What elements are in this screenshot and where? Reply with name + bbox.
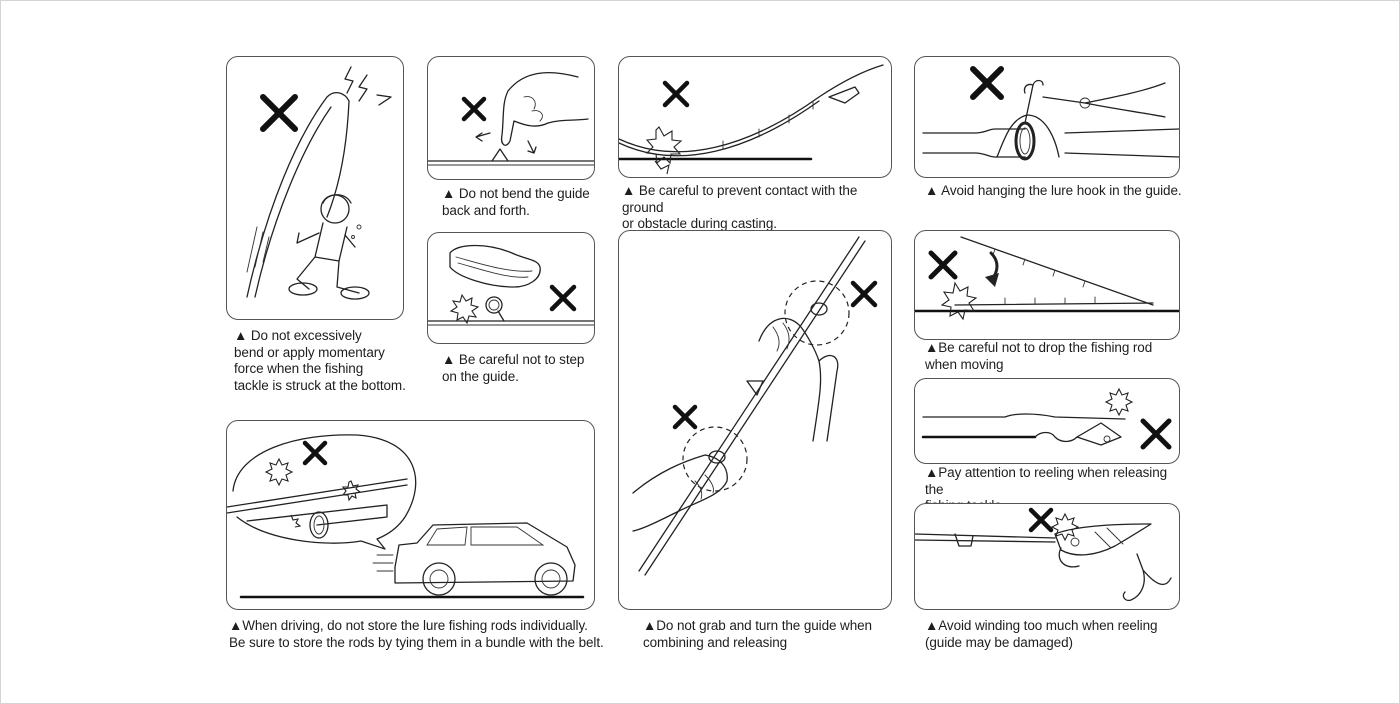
rod-in-car bbox=[227, 484, 408, 514]
lure-body bbox=[1054, 523, 1152, 556]
bent-rod bbox=[246, 91, 350, 298]
caption-driving: ▲When driving, do not store the lure fis… bbox=[229, 618, 604, 650]
x-mark-icon bbox=[461, 96, 487, 122]
x-mark-icon bbox=[1140, 418, 1172, 450]
rod-handle bbox=[922, 128, 1026, 158]
rod-blank bbox=[915, 533, 1056, 539]
panel-driving-illustration bbox=[226, 420, 595, 610]
rod-shaft bbox=[638, 236, 860, 572]
caption-bend-guide: ▲ Do not bend the guide back and forth. bbox=[442, 186, 590, 218]
x-mark-icon bbox=[662, 80, 690, 108]
panel-bent-rod-illustration bbox=[226, 56, 404, 320]
caption-drop-rod: ▲Be careful not to drop the fishing rod … bbox=[925, 340, 1153, 372]
x-mark-icon bbox=[1028, 507, 1054, 533]
lure-hook bbox=[1023, 79, 1044, 124]
caption-bent-rod: ▲ Do not excessively bend or apply momen… bbox=[234, 328, 406, 393]
guide-ring bbox=[309, 511, 329, 539]
motion-arrow-icon bbox=[475, 132, 537, 154]
motion-arrow-icon bbox=[985, 251, 999, 287]
x-mark-icon bbox=[549, 284, 577, 312]
caption-grab-guide: ▲Do not grab and turn the guide when com… bbox=[643, 618, 872, 650]
shoe-sole bbox=[449, 244, 541, 288]
treble-hook bbox=[1122, 553, 1172, 602]
guide-highlight-circle bbox=[682, 426, 748, 492]
impact-burst-icon bbox=[1050, 512, 1080, 542]
x-mark-icon bbox=[672, 404, 698, 430]
guide-ring bbox=[491, 148, 509, 162]
dropped-rod bbox=[954, 302, 1154, 306]
caption-ground-contact: ▲ Be careful to prevent contact with the… bbox=[622, 183, 858, 231]
x-mark-icon bbox=[970, 66, 1004, 100]
car-illustration bbox=[372, 522, 576, 596]
lower-hand bbox=[632, 454, 728, 532]
impact-burst-icon bbox=[344, 66, 392, 106]
panel-reeling-release-illustration bbox=[914, 378, 1180, 464]
guide-highlight-circle bbox=[784, 280, 850, 346]
rod-blank bbox=[922, 413, 1126, 420]
x-mark-icon bbox=[850, 280, 878, 308]
impact-burst-icon bbox=[449, 293, 480, 325]
guide-ring bbox=[485, 296, 503, 314]
guide-ring bbox=[708, 450, 726, 464]
impact-burst-icon bbox=[1104, 387, 1134, 417]
panel-hook-guide-illustration bbox=[914, 56, 1180, 178]
detail-bubble bbox=[232, 434, 417, 550]
panel-drop-rod-illustration bbox=[914, 230, 1180, 340]
upper-hand bbox=[758, 317, 822, 442]
hand bbox=[500, 71, 589, 146]
impact-burst-icon bbox=[940, 281, 978, 321]
x-mark-icon bbox=[928, 250, 958, 280]
panel-ground-contact-illustration bbox=[618, 56, 892, 178]
caption-step-guide: ▲ Be careful not to step on the guide. bbox=[442, 352, 585, 384]
caption-winding: ▲Avoid winding too much when reeling (gu… bbox=[925, 618, 1158, 650]
guide-ring bbox=[810, 302, 828, 316]
x-mark-icon bbox=[260, 94, 298, 132]
panel-grab-guide-illustration bbox=[618, 230, 892, 610]
falling-rod bbox=[960, 236, 1154, 306]
angler-figure bbox=[288, 194, 370, 300]
panel-winding-illustration bbox=[914, 503, 1180, 610]
panel-step-guide-illustration bbox=[427, 232, 595, 344]
panel-bend-guide-illustration bbox=[427, 56, 595, 180]
impact-burst-icon bbox=[264, 457, 362, 528]
casting-rod bbox=[619, 64, 884, 153]
lure-hook bbox=[1076, 422, 1122, 446]
swivel bbox=[1034, 431, 1078, 443]
x-mark-icon bbox=[302, 440, 328, 466]
caption-hook-guide: ▲ Avoid hanging the lure hook in the gui… bbox=[925, 183, 1182, 198]
impact-burst-icon bbox=[645, 126, 683, 175]
guide-ring bbox=[954, 533, 974, 547]
